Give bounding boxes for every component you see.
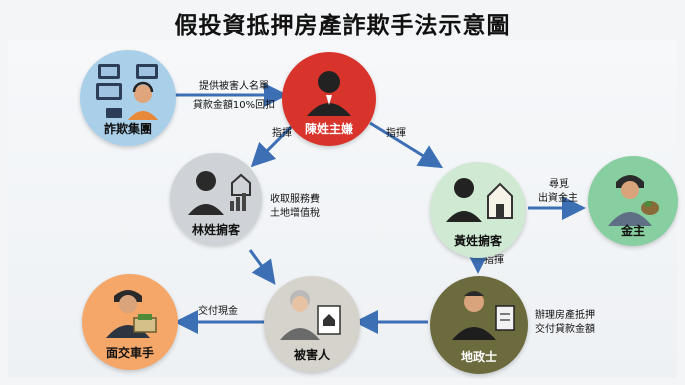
edge-label-direct-left: 指揮 (272, 128, 292, 139)
node-land-agent: 地政士 (430, 276, 528, 374)
edge-label-cash: 交付現金 (198, 306, 238, 317)
node-label-victim: 被害人 (293, 348, 330, 362)
land-agent-document-icon (452, 291, 515, 340)
node-courier: 面交車手 (82, 274, 178, 370)
diagram-title: 假投資抵押房產詐欺手法示意圖 (174, 13, 511, 39)
courier-cash-icon (106, 290, 157, 338)
call-center-icon (96, 64, 158, 120)
node-label-fraud-group: 詐欺集團 (103, 122, 152, 136)
node-label-huang: 黃姓掮客 (453, 234, 502, 248)
node-fraud-group: 詐欺集團 (80, 50, 176, 146)
edge-label-direct-down: 指揮 (484, 255, 504, 266)
broker-on-phone-icon (188, 171, 251, 215)
edge-label-provide-list: 提供被害人名單 (199, 81, 269, 92)
node-label-chen: 陳姓主嫌 (304, 122, 353, 136)
arrow-lin-to-victim (248, 249, 276, 285)
broker-house-icon (446, 178, 513, 222)
suspect-icon (307, 71, 351, 116)
node-lin: 林姓掮客 (170, 153, 262, 245)
victim-document-icon (280, 290, 341, 340)
arrow-chen-to-lin (250, 121, 297, 168)
edge-label-direct-right: 指揮 (386, 128, 406, 139)
node-financier: 金主 (588, 156, 678, 246)
edge-label-fees-1: 收取服務費 (270, 194, 320, 205)
node-label-land-agent: 地政士 (460, 350, 497, 364)
node-huang: 黃姓掮客 (430, 162, 526, 258)
edge-label-find-1: 尋覓 (549, 179, 569, 190)
node-label-financier: 金主 (620, 224, 645, 238)
edge-label-mortgage-2: 交付貸款金額 (535, 324, 595, 335)
node-chen: 陳姓主嫌 (282, 52, 376, 146)
arrow-chen-to-huang (369, 121, 444, 169)
edge-label-mortgage-1: 辦理房產抵押 (535, 310, 595, 321)
node-label-lin: 林姓掮客 (191, 223, 240, 237)
edge-label-kickback: 貸款金額10%回扣 (192, 100, 276, 111)
edge-label-fees-2: 土地增值稅 (270, 208, 320, 219)
edge-label-find-2: 出資金主 (538, 193, 578, 204)
node-label-courier: 面交車手 (105, 346, 154, 360)
financier-money-icon (608, 175, 659, 226)
node-victim: 被害人 (264, 276, 360, 372)
